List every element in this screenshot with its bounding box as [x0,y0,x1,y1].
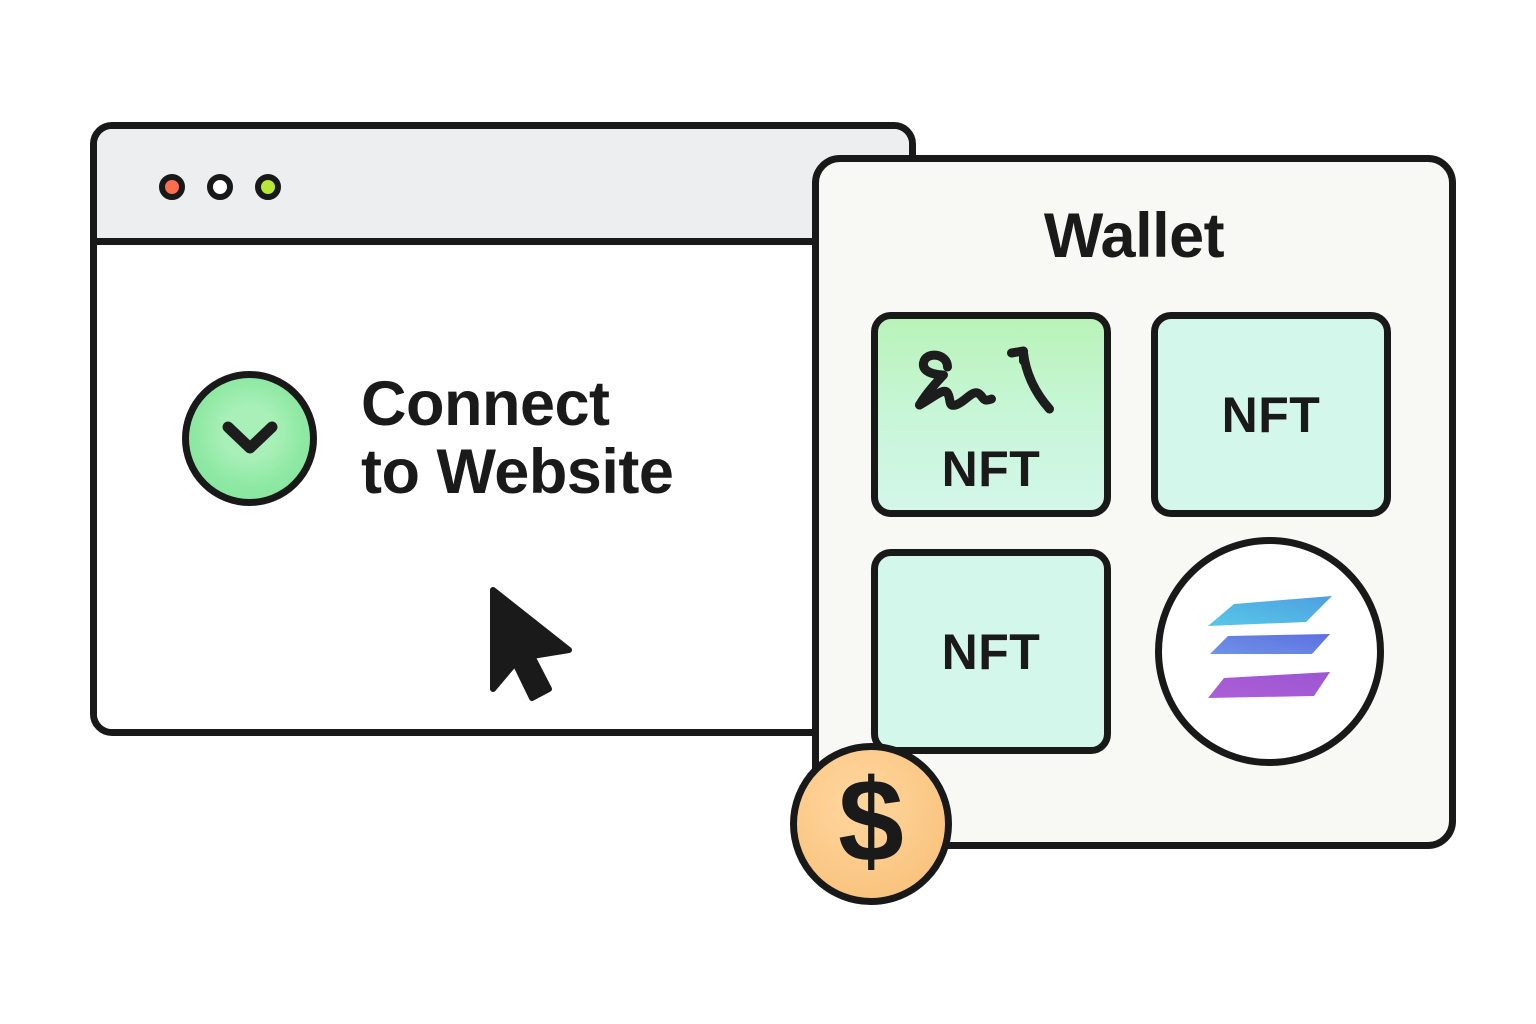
nft-card[interactable]: NFT [871,549,1111,754]
dollar-sign-icon: $ [838,755,904,887]
chevron-down-icon [222,421,278,455]
nft-card-label: NFT [941,441,1041,497]
connect-badge[interactable] [182,370,317,506]
solana-logo-icon [1194,592,1346,712]
mouse-pointer-icon [485,585,580,705]
minimize-button[interactable] [207,174,233,200]
browser-window: Connect to Website [90,122,916,736]
dollar-coin[interactable]: $ [790,743,952,905]
nft-card[interactable]: NFT [1151,312,1391,517]
wallet-title: Wallet [1043,201,1225,271]
browser-content: Connect to Website [97,245,909,729]
close-button[interactable] [159,174,185,200]
nft-card-label: NFT [941,623,1041,680]
connect-to-website-label: Connect to Website [361,369,674,508]
nft-card-label: NFT [1221,386,1321,443]
scribble-doodle-icon [904,335,1079,435]
wallet-panel: Wallet NFT NFT [812,155,1456,849]
wallet-asset-grid: NFT NFT NFT [871,312,1391,766]
connect-to-website-row[interactable]: Connect to Website [182,369,674,508]
nft-card-with-art[interactable]: NFT [871,312,1111,517]
solana-token-card[interactable] [1155,537,1384,766]
maximize-button[interactable] [255,174,281,200]
browser-titlebar [97,129,909,245]
traffic-lights [159,174,281,200]
